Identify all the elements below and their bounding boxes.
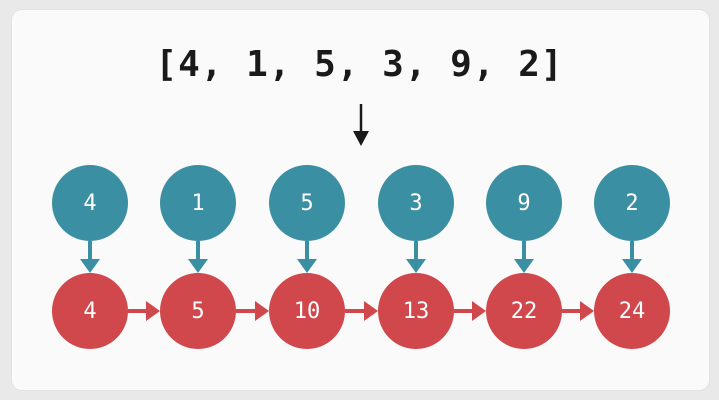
output-node-circle-2	[269, 273, 345, 349]
down-arrow-head-1	[188, 259, 208, 273]
down-arrow-head-3	[406, 259, 426, 273]
title-arrow	[353, 104, 369, 146]
chain-arrow-head-2	[364, 301, 378, 321]
output-node-0: 4	[52, 273, 128, 349]
output-node-label-2: 10	[294, 299, 321, 324]
chain-arrows	[128, 301, 594, 321]
chain-arrow-head-1	[255, 301, 269, 321]
output-node-2: 10	[269, 273, 345, 349]
down-arrow-head-4	[514, 259, 534, 273]
input-node-1: 1	[160, 165, 236, 241]
output-node-1: 5	[160, 273, 236, 349]
input-node-label-5: 2	[625, 191, 638, 216]
input-node-label-4: 9	[517, 191, 530, 216]
chain-arrow-head-4	[580, 301, 594, 321]
chain-arrow-head-0	[146, 301, 160, 321]
output-node-label-1: 5	[191, 299, 204, 324]
down-arrow-head-2	[297, 259, 317, 273]
down-arrows	[80, 241, 642, 273]
output-node-circle-5	[594, 273, 670, 349]
chain-arrow-head-3	[472, 301, 486, 321]
output-node-label-3: 13	[403, 299, 430, 324]
output-node-5: 24	[594, 273, 670, 349]
output-node-circle-0	[52, 273, 128, 349]
input-node-circle-2	[269, 165, 345, 241]
input-node-circle-3	[378, 165, 454, 241]
input-node-label-0: 4	[83, 191, 96, 216]
output-node-label-4: 22	[511, 299, 538, 324]
input-node-circle-5	[594, 165, 670, 241]
output-node-3: 13	[378, 273, 454, 349]
input-node-label-1: 1	[191, 191, 204, 216]
output-node-label-0: 4	[83, 299, 96, 324]
input-node-circle-4	[486, 165, 562, 241]
input-node-label-3: 3	[409, 191, 422, 216]
down-arrow-head-0	[80, 259, 100, 273]
diagram-card	[12, 10, 709, 390]
output-node-circle-1	[160, 273, 236, 349]
output-node-circle-3	[378, 273, 454, 349]
output-nodes: 4 5 10 13 22 24	[52, 273, 670, 349]
output-node-circle-4	[486, 273, 562, 349]
title-arrow-head	[353, 131, 369, 146]
input-node-0: 4	[52, 165, 128, 241]
input-node-4: 9	[486, 165, 562, 241]
input-nodes: 4 1 5 3 9 2	[52, 165, 670, 241]
input-node-3: 3	[378, 165, 454, 241]
output-node-label-5: 24	[619, 299, 646, 324]
input-node-5: 2	[594, 165, 670, 241]
down-arrow-head-5	[622, 259, 642, 273]
input-node-label-2: 5	[300, 191, 313, 216]
input-node-2: 5	[269, 165, 345, 241]
input-array-text: [4, 1, 5, 3, 9, 2]	[155, 44, 564, 85]
input-node-circle-1	[160, 165, 236, 241]
input-node-circle-0	[52, 165, 128, 241]
output-node-4: 22	[486, 273, 562, 349]
